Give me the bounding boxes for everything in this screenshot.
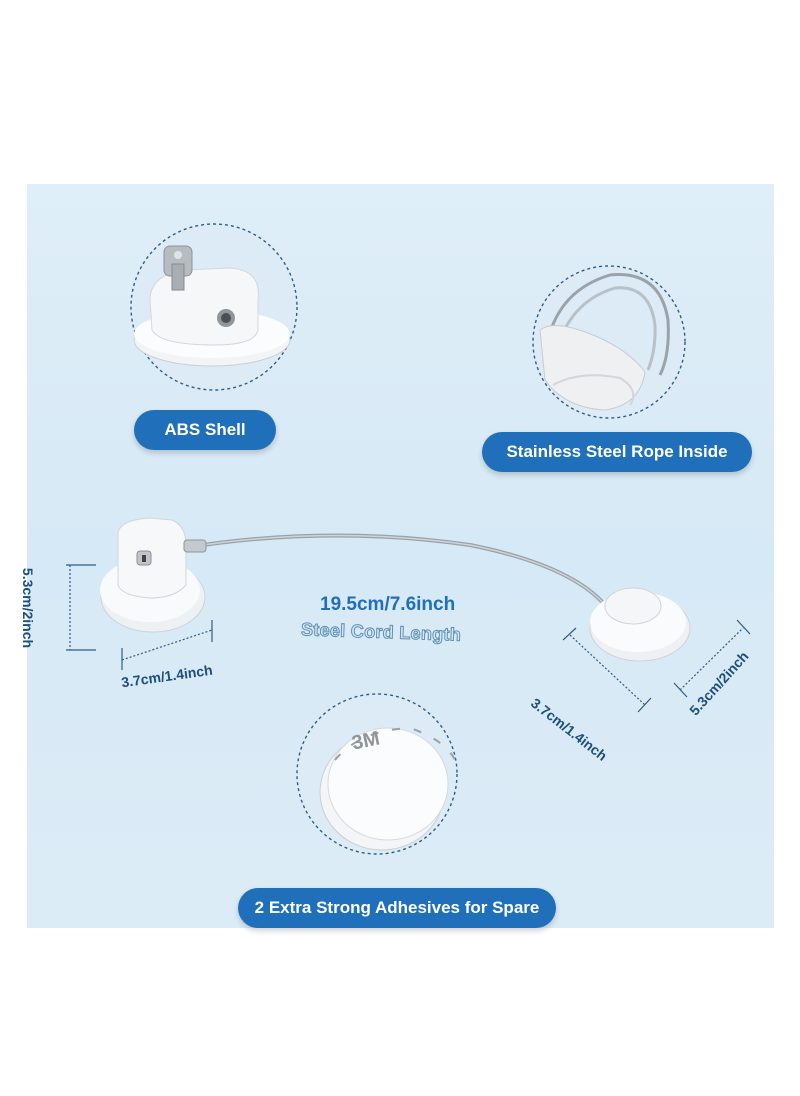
steel-rope-feature-circle xyxy=(532,265,686,419)
window-lock-product xyxy=(100,517,691,662)
abs-shell-label: ABS Shell xyxy=(134,410,276,450)
cord-length-value: 19.5cm/7.6inch xyxy=(320,594,456,615)
right-dimension-lines xyxy=(562,619,751,713)
adhesive-feature-circle xyxy=(296,693,458,855)
abs-shell-feature-circle xyxy=(130,223,298,391)
left-height-dimension: 5.3cm/2inch xyxy=(20,567,37,649)
left-dimension-lines xyxy=(66,564,213,670)
steel-rope-label: Stainless Steel Rope Inside xyxy=(482,432,752,472)
adhesives-label: 2 Extra Strong Adhesives for Spare xyxy=(238,888,556,928)
